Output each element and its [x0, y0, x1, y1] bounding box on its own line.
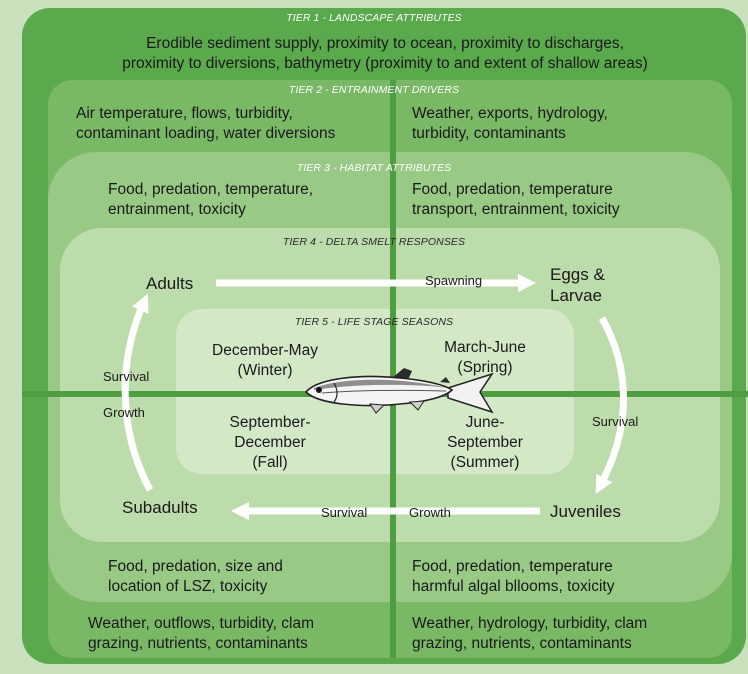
tier3-bottom-right-line1: Food, predation, temperature [412, 558, 613, 575]
tier2-bottom-right-line2: grazing, nutrients, contaminants [412, 635, 632, 652]
tier3-bottom-left: Food, predation, size and location of LS… [108, 557, 283, 597]
tier1-line2: proximity to diversions, bathymetry (pro… [122, 55, 648, 72]
season-winter-line2: (Winter) [237, 362, 293, 379]
tier3-bottom-left-line1: Food, predation, size and [108, 558, 283, 575]
stage-eggs-larvae: Eggs & Larvae [550, 264, 605, 306]
tier3-title: TIER 3 - HABITAT ATTRIBUTES [296, 162, 452, 174]
tier1-title: TIER 1 - LANDSCAPE ATTRIBUTES [286, 12, 462, 24]
tier2-top-left: Air temperature, flows, turbidity, conta… [76, 104, 335, 144]
tier2-bottom-left: Weather, outflows, turbidity, clam grazi… [88, 614, 314, 654]
season-fall-line1: September- [229, 414, 311, 431]
stage-eggs-line1: Eggs & [550, 265, 605, 284]
tier2-bottom-right-line1: Weather, hydrology, turbidity, clam [412, 615, 648, 632]
season-fall-line3: (Fall) [252, 454, 288, 471]
tier3-top-left-line2: entrainment, toxicity [108, 201, 246, 218]
tier3-top-right-line1: Food, predation, temperature [412, 181, 613, 198]
season-summer-line1: June- [465, 414, 505, 431]
stage-juveniles: Juveniles [550, 502, 621, 521]
tier2-top-right-line1: Weather, exports, hydrology, [412, 105, 608, 122]
stage-subadults: Subadults [122, 498, 198, 517]
tier5-title: TIER 5 - LIFE STAGE SEASONS [294, 316, 454, 328]
tier1-line1: Erodible sediment supply, proximity to o… [146, 35, 624, 52]
tier2-top-left-line2: contaminant loading, water diversions [76, 125, 336, 142]
label-survival-bottom: Survival [321, 505, 368, 520]
left-growth-arrow [121, 293, 154, 492]
tier2-top-left-line1: Air temperature, flows, turbidity, [76, 105, 293, 122]
tier2-top-right-line2: turbidity, contaminants [412, 125, 566, 142]
label-growth-left: Growth [103, 405, 145, 420]
tier3-bottom-right-line2: harmful algal bllooms, toxicity [412, 578, 615, 595]
label-growth-bottom: Growth [409, 505, 451, 520]
tier3-top-left: Food, predation, temperature, entrainmen… [108, 180, 313, 220]
tier3-top-left-line1: Food, predation, temperature, [108, 181, 314, 198]
tier3-bottom-left-line2: location of LSZ, toxicity [108, 578, 268, 595]
season-fall-line2: December [234, 434, 306, 451]
stage-eggs-line2: Larvae [550, 286, 602, 305]
season-spring: March-June (Spring) [412, 338, 558, 378]
label-survival-right: Survival [592, 414, 639, 429]
season-spring-line2: (Spring) [457, 359, 513, 376]
tier1-text: Erodible sediment supply, proximity to o… [22, 34, 748, 74]
tier2-bottom-left-line1: Weather, outflows, turbidity, clam [88, 615, 314, 632]
tier3-top-right: Food, predation, temperature transport, … [412, 180, 620, 220]
season-summer-line3: (Summer) [450, 454, 520, 471]
season-winter: December-May (Winter) [190, 341, 340, 381]
season-summer-line2: September [447, 434, 523, 451]
tier4-title: TIER 4 - DELTA SMELT RESPONSES [282, 236, 466, 248]
stage-adults: Adults [146, 274, 194, 293]
label-spawning: Spawning [425, 273, 483, 288]
tier2-top-right: Weather, exports, hydrology, turbidity, … [412, 104, 608, 144]
tier2-title: TIER 2 - ENTRAINMENT DRIVERS [288, 84, 460, 96]
season-winter-line1: December-May [212, 342, 318, 359]
vertical-divider [390, 80, 396, 658]
season-summer: June- September (Summer) [420, 413, 550, 473]
tier2-bottom-right: Weather, hydrology, turbidity, clam graz… [412, 614, 647, 654]
tier3-top-right-line2: transport, entrainment, toxicity [412, 201, 620, 218]
tier3-bottom-right: Food, predation, temperature harmful alg… [412, 557, 614, 597]
season-fall: September- December (Fall) [210, 413, 330, 473]
season-spring-line1: March-June [444, 339, 526, 356]
right-survival-arrow [595, 316, 627, 495]
label-survival-left: Survival [103, 369, 150, 384]
tier2-bottom-left-line2: grazing, nutrients, contaminants [88, 635, 308, 652]
